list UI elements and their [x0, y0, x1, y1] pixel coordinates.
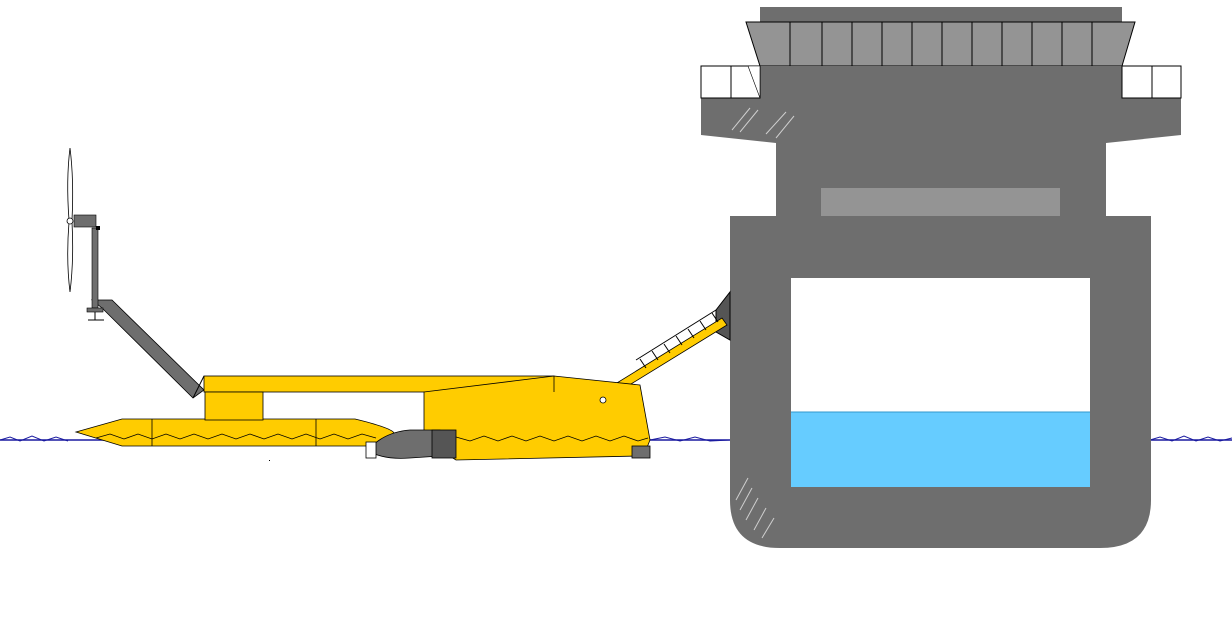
vessel-top-housing — [760, 7, 1122, 23]
vessel-bridge — [701, 66, 1181, 216]
body-porthole — [599, 396, 607, 404]
turbine-blade-bottom — [67, 221, 74, 293]
pontoon-left — [74, 418, 395, 447]
mast-foot — [86, 307, 104, 313]
thruster-duct — [431, 429, 457, 459]
turbine-blade-top — [67, 147, 74, 221]
gangway — [611, 309, 728, 393]
vessel-fairlead — [715, 290, 731, 341]
crane-arm — [90, 299, 205, 399]
thruster-ring — [365, 441, 377, 459]
cargo-tank-liquid — [791, 412, 1090, 487]
stern-thruster — [631, 445, 651, 459]
gangway-railing — [639, 312, 719, 369]
mast — [91, 227, 99, 309]
vessel — [700, 7, 1182, 548]
turbine-hub — [66, 217, 74, 225]
hull-hatch — [735, 477, 775, 539]
hull-light-band — [821, 188, 1060, 216]
bridge-hatch — [731, 107, 795, 139]
turbine-nacelle — [73, 214, 97, 228]
main-body — [423, 375, 651, 461]
vessel-top-cowl — [745, 21, 1136, 67]
strut-left — [204, 391, 264, 421]
cargo-tank-air — [791, 278, 1090, 412]
gangway-ramp — [611, 317, 728, 393]
bridge-wing-glass-left — [747, 65, 761, 99]
vessel-top-slats — [789, 22, 1093, 66]
pontoon-waterline — [95, 433, 377, 440]
catamaran — [66, 147, 651, 461]
body-waterline — [455, 435, 649, 442]
